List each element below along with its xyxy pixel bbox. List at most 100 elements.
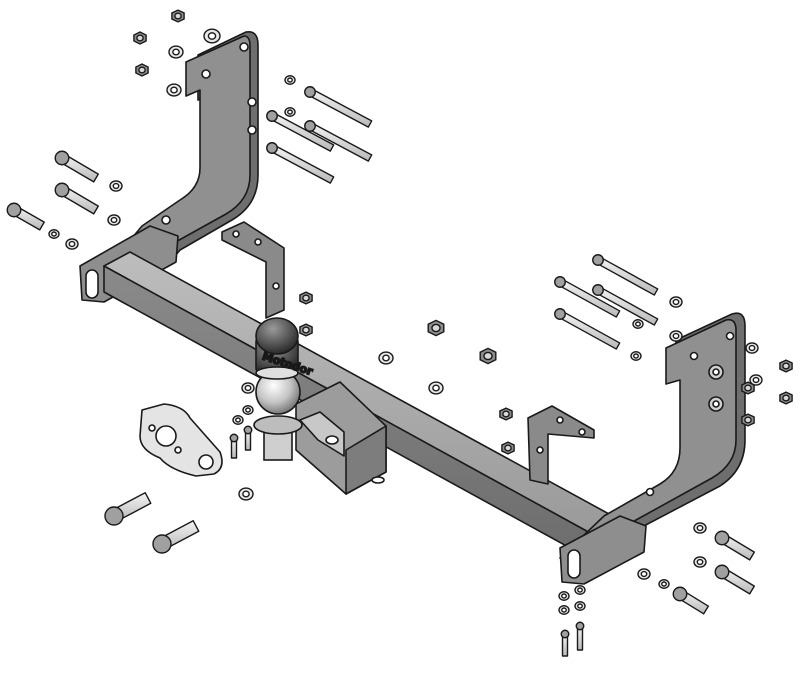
washer <box>378 351 394 365</box>
nut-hole <box>302 326 310 334</box>
washer-hole <box>244 384 252 392</box>
bolt <box>714 564 756 595</box>
bolt-head <box>243 425 253 435</box>
washer-hole <box>672 332 680 340</box>
bolt <box>672 586 710 615</box>
washer-hole <box>696 524 704 532</box>
washer-hole <box>672 298 680 306</box>
washer <box>48 229 60 239</box>
washer <box>166 83 182 97</box>
bolt <box>304 120 373 162</box>
bolt-group <box>6 86 756 657</box>
washer <box>168 45 184 59</box>
washer-hole <box>51 231 57 237</box>
nut <box>135 63 149 77</box>
bolt-head <box>6 202 22 218</box>
bolt-head <box>304 86 316 98</box>
washer-hole <box>640 570 648 578</box>
washer-hole <box>170 86 178 94</box>
washer-hole <box>207 32 217 40</box>
socket-plate <box>139 403 223 477</box>
bolt <box>714 530 756 561</box>
bolt <box>560 629 570 657</box>
nut-hole <box>431 323 441 333</box>
bolt-head <box>304 120 316 132</box>
bolt <box>266 142 335 184</box>
nut-hole <box>782 394 790 402</box>
bolt <box>575 621 585 651</box>
bolt-head <box>714 564 730 580</box>
right-side-bracket <box>559 312 746 561</box>
nut-hole <box>502 410 510 418</box>
bolt-head <box>554 276 566 288</box>
washer-hole <box>287 109 293 115</box>
tow-ball-mount <box>295 381 387 495</box>
nut-hole <box>782 362 790 370</box>
washer-hole <box>577 587 583 593</box>
washer <box>107 214 121 226</box>
washer-hole <box>748 344 756 352</box>
nut-hole <box>744 416 752 424</box>
right-center-bracket <box>527 405 595 485</box>
bolt-head <box>714 530 730 546</box>
washer <box>637 568 651 580</box>
washer <box>574 585 586 595</box>
washer <box>749 374 763 386</box>
nut-hole <box>174 12 182 20</box>
washer-hole <box>382 354 390 362</box>
bolt-head <box>54 182 70 198</box>
bolt-head <box>266 142 278 154</box>
nut <box>299 291 313 305</box>
nut-hole <box>302 294 310 302</box>
bolt-head <box>152 534 172 554</box>
right-end-plate <box>559 515 647 585</box>
washer <box>109 180 123 192</box>
bolt-head <box>54 150 70 166</box>
bolt <box>54 182 99 215</box>
washer-hole <box>235 417 241 423</box>
washer <box>669 296 683 308</box>
bolt-shank <box>595 256 659 296</box>
bolt <box>304 86 373 128</box>
washer-hole <box>110 216 118 224</box>
washer-hole <box>172 48 180 56</box>
left-center-bracket <box>221 221 285 319</box>
nut <box>479 347 497 365</box>
bolt-head <box>104 506 124 526</box>
washer <box>558 605 570 615</box>
bolt-head <box>672 586 688 602</box>
bolt-shank <box>269 144 335 184</box>
nut <box>499 407 513 421</box>
washer <box>669 330 683 342</box>
washer-hole <box>287 77 293 83</box>
bolt-head <box>592 254 604 266</box>
washer-hole <box>696 558 704 566</box>
bolt <box>592 284 659 326</box>
bolt-shank <box>307 88 373 128</box>
bolt-shank <box>557 310 621 350</box>
washer-hole <box>561 607 567 613</box>
washer <box>242 405 254 415</box>
bolt <box>54 150 99 183</box>
washer-hole <box>561 593 567 599</box>
nut <box>299 323 313 337</box>
nut <box>171 9 185 23</box>
bolt-head <box>592 284 604 296</box>
washer <box>630 351 642 361</box>
bolt <box>104 491 152 526</box>
washer <box>693 556 707 568</box>
washer-hole <box>661 581 667 587</box>
nut <box>779 391 793 405</box>
washer <box>574 601 586 611</box>
washer-hole <box>242 490 250 498</box>
nut-hole <box>483 351 493 361</box>
nut <box>741 413 755 427</box>
left-side-bracket <box>111 30 259 269</box>
washer <box>558 591 570 601</box>
washer-group <box>48 28 763 615</box>
bolt-head <box>560 629 570 639</box>
nut <box>133 31 147 45</box>
washer <box>428 381 444 395</box>
